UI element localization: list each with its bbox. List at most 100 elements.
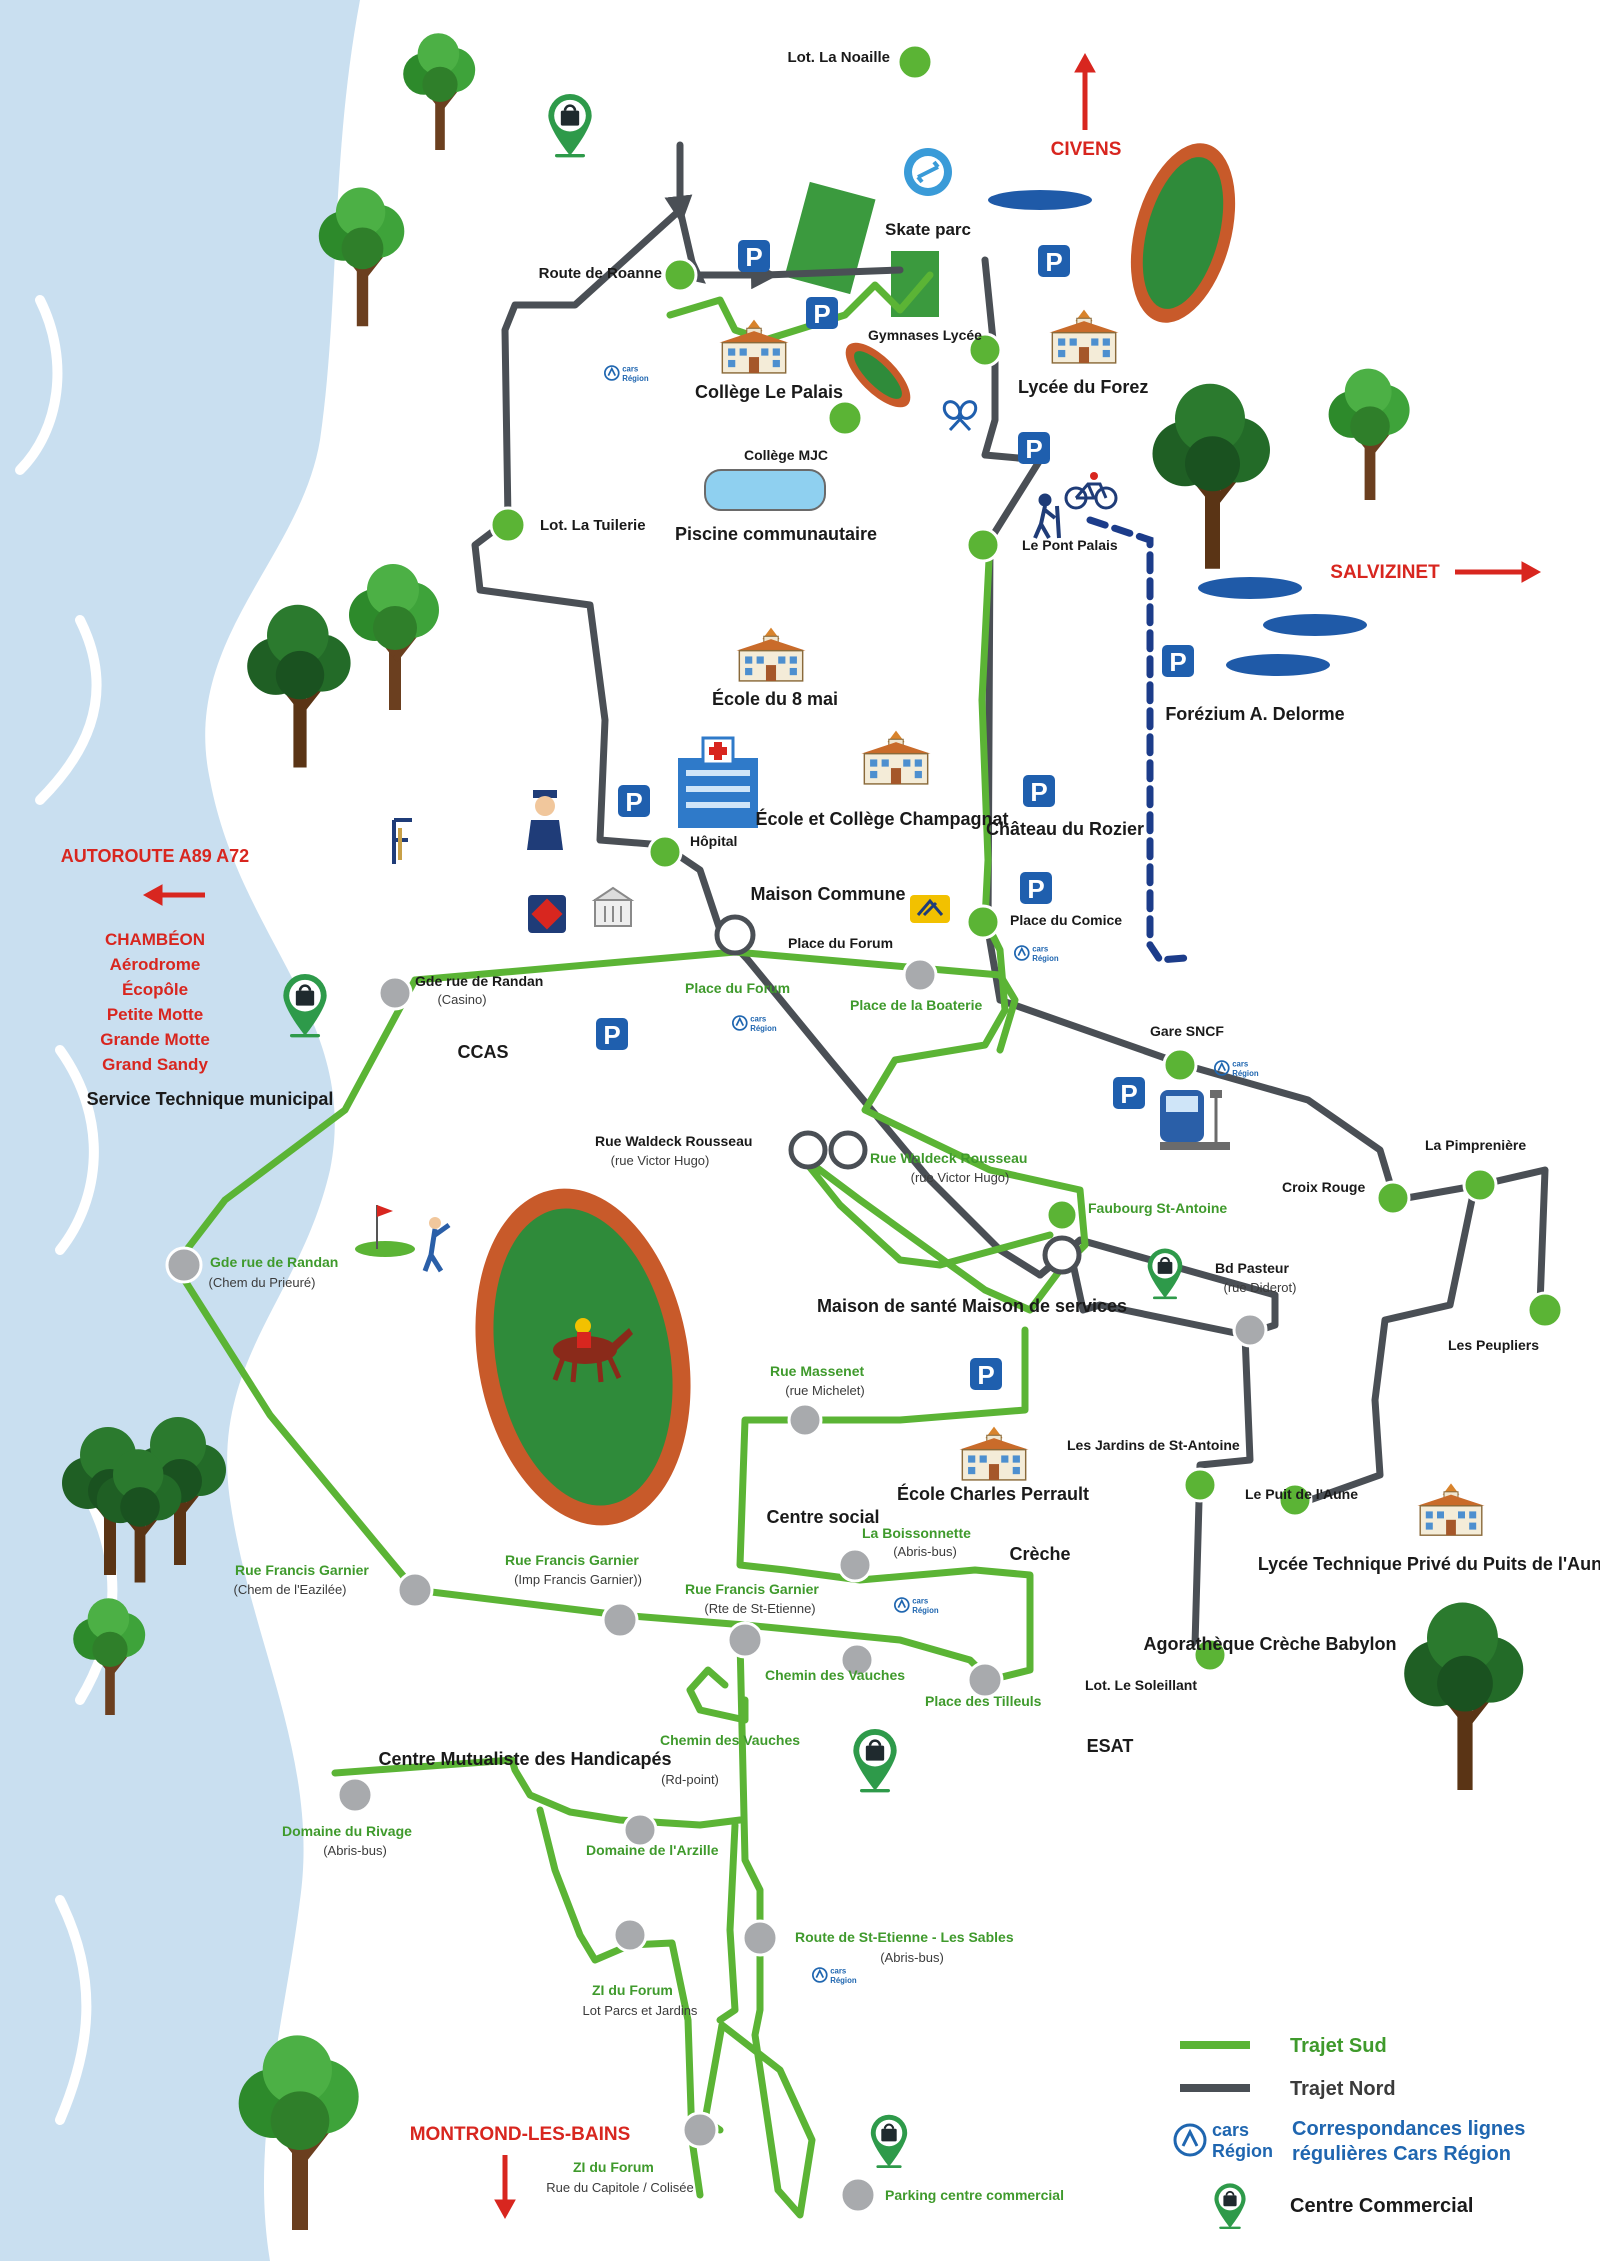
stop-label: Domaine de l'Arzille — [586, 1842, 719, 1858]
parking-icon: P — [1020, 872, 1052, 904]
svg-text:P: P — [1120, 1079, 1137, 1109]
place-label: CCAS — [457, 1042, 508, 1062]
stop-label: Lot. La Tuilerie — [540, 517, 646, 534]
stop-marker[interactable] — [1375, 1180, 1411, 1216]
parking-icon: P — [970, 1358, 1002, 1390]
hiker-icon — [1033, 493, 1061, 539]
place-label: Agorathèque Crèche Babylon — [1143, 1634, 1396, 1654]
lake — [1263, 614, 1367, 636]
legend-trajet-nord: Trajet Nord — [1290, 2078, 1396, 2100]
place-label: École du 8 mai — [712, 688, 838, 709]
stadium-icon — [1130, 143, 1236, 323]
stop-marker[interactable] — [1192, 1637, 1228, 1673]
stop-sublabel: (Rd-point) — [661, 1772, 719, 1787]
stop-label: Lot. Le Soleillant — [1085, 1677, 1197, 1693]
cars-region-icon — [731, 1013, 778, 1034]
legend-correspondances-line1: Correspondances lignes — [1292, 2118, 1525, 2140]
parking-icon: P — [1023, 775, 1055, 807]
river-current — [15, 295, 118, 2125]
svg-text:P: P — [1030, 777, 1047, 807]
direction-label: AUTOROUTE A89 A72 — [61, 846, 249, 866]
stop-marker[interactable] — [336, 1776, 374, 1814]
stop-marker[interactable] — [787, 1402, 823, 1438]
school-building-icon — [1048, 308, 1120, 364]
town-logo — [392, 818, 412, 864]
stop-marker[interactable] — [741, 1919, 779, 1957]
stop-marker[interactable] — [839, 2176, 877, 2214]
stop-marker[interactable] — [489, 506, 527, 544]
direction-label: Grande Motte — [100, 1030, 210, 1049]
stop-marker[interactable] — [967, 332, 1003, 368]
stop-label: Route de Roanne — [539, 265, 662, 282]
tennis-icon — [942, 400, 978, 432]
stop-marker[interactable] — [726, 1621, 764, 1659]
town-hall-icon — [591, 886, 635, 927]
parking-icon: P — [1018, 432, 1050, 464]
foot-path — [1086, 516, 1189, 964]
cars-region-icon — [1013, 943, 1060, 964]
parking-icon: P — [738, 240, 770, 272]
direction-label: MONTROND-LES-BAINS — [410, 2124, 631, 2145]
stop-marker[interactable] — [1526, 1291, 1564, 1329]
place-label: Centre social — [766, 1507, 879, 1527]
stop-marker[interactable] — [1277, 1482, 1313, 1518]
stop-marker[interactable] — [965, 904, 1001, 940]
stop-labels: Lot. La Noaille Route de Roanne Collège … — [209, 49, 1540, 2203]
stop-marker[interactable] — [966, 1661, 1004, 1699]
stop-marker[interactable] — [1182, 1467, 1218, 1503]
svg-text:P: P — [977, 1360, 994, 1390]
stop-label: Chemin des Vauches — [765, 1667, 905, 1683]
stop-marker[interactable] — [377, 975, 413, 1011]
place-label: École Charles Perrault — [897, 1483, 1089, 1504]
stop-marker[interactable] — [1462, 1167, 1498, 1203]
stop-label: Hôpital — [690, 833, 737, 849]
stop-sublabel: (Chem du Prieuré) — [209, 1275, 316, 1290]
stop-marker[interactable] — [662, 257, 698, 293]
stop-marker[interactable] — [837, 1547, 873, 1583]
place-label: Château du Rozier — [986, 819, 1144, 839]
stop-marker[interactable] — [826, 399, 864, 437]
stop-marker[interactable] — [612, 1917, 648, 1953]
stop-label: Parking centre commercial — [885, 2187, 1064, 2203]
stop-marker[interactable] — [896, 43, 934, 81]
stop-sublabel: Lot Parcs et Jardins — [583, 2003, 698, 2018]
shopping-pin-icon — [1213, 2182, 1247, 2230]
stop-sublabel: (Casino) — [437, 992, 486, 1007]
shopping-pin-icon — [1146, 1247, 1184, 1300]
stop-marker[interactable] — [681, 2111, 719, 2149]
parking-icon: P — [1162, 645, 1194, 677]
svg-text:P: P — [1027, 874, 1044, 904]
place-label: Collège Le Palais — [695, 382, 843, 402]
stop-marker[interactable] — [647, 834, 683, 870]
stop-marker[interactable] — [1162, 1047, 1198, 1083]
stop-marker[interactable] — [965, 527, 1001, 563]
stop-label: Le Puit de l'Aune — [1245, 1486, 1358, 1502]
stop-marker[interactable] — [622, 1812, 658, 1848]
stop-marker[interactable] — [396, 1571, 434, 1609]
parking-icon: P — [806, 297, 838, 329]
stop-marker[interactable] — [601, 1601, 639, 1639]
place-label: Lycée Technique Privé du Puits de l'Aune — [1258, 1554, 1600, 1574]
stop-label: Les Jardins de St-Antoine — [1067, 1437, 1240, 1453]
stop-label: Bd Pasteur — [1215, 1260, 1289, 1276]
stop-sublabel: (Rte de St-Etienne) — [704, 1601, 815, 1616]
stop-marker[interactable] — [165, 1246, 203, 1284]
legend-centre-commercial: Centre Commercial — [1290, 2195, 1473, 2217]
post-office-icon — [910, 895, 950, 923]
tree-icon — [1153, 384, 1271, 569]
shopping-pin-icon — [547, 92, 593, 158]
place-label: Centre Mutualiste des Handicapés — [378, 1749, 671, 1769]
stop-label: Collège MJC — [744, 447, 828, 463]
stop-marker[interactable] — [1232, 1312, 1268, 1348]
tree-icon — [349, 564, 439, 710]
school-building-icon — [860, 729, 932, 785]
stop-label: Les Peupliers — [1448, 1337, 1539, 1353]
lake — [1226, 654, 1330, 676]
stop-marker[interactable] — [1045, 1198, 1079, 1232]
stop-marker[interactable] — [902, 957, 938, 993]
direction-label: Grand Sandy — [102, 1055, 208, 1074]
stop-marker[interactable] — [839, 1642, 875, 1678]
roundabout — [714, 914, 1082, 1275]
place-label: Forézium A. Delorme — [1165, 704, 1344, 724]
